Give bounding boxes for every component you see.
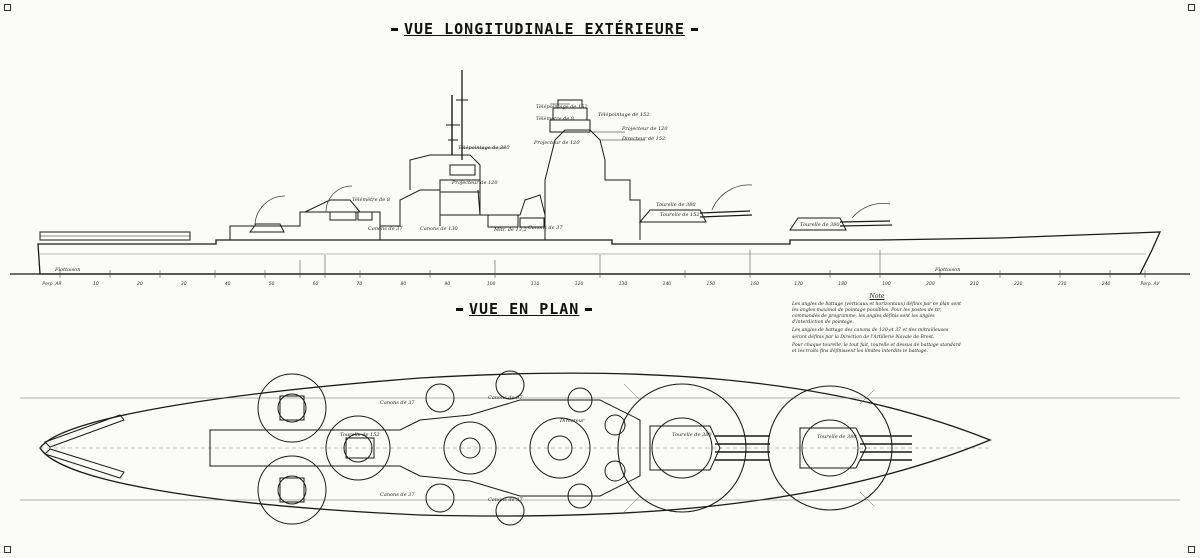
superstructure-plan <box>209 399 641 497</box>
label-telemetre-8: Télémètre de 8 <box>536 116 575 122</box>
label-mitr: Mitr. de 13,2 <box>494 227 527 233</box>
frame-station-label: 40 <box>225 281 231 287</box>
plan-title: VUE EN PLAN <box>450 300 598 318</box>
frame-station-label: 190 <box>882 281 891 287</box>
frame-station-label: 80 <box>400 281 406 287</box>
label-rangefinder-fore: Télémètre de 8 <box>352 197 391 203</box>
label-canon-130: Canons de 130 <box>420 226 458 232</box>
label-tourelle-mid: Tourelle de 152 <box>660 212 700 218</box>
label-telemetre-mid: Télépointage de 152 <box>536 104 588 110</box>
label-plan-t2: Tourelle de 380 <box>672 432 712 438</box>
turret-152-elevation <box>249 223 285 233</box>
note-paragraph: Les angles de battage (verticaux et hori… <box>792 302 962 326</box>
frame-station-label: 140 <box>663 281 672 287</box>
aft-152-turret-port-arc <box>257 373 327 443</box>
label-tourelle-1: Tourelle de 380 <box>800 222 840 228</box>
note-heading: Note <box>869 293 885 300</box>
elevation-title: VUE LONGITUDINALE EXTÉRIEURE <box>385 20 704 38</box>
funnel <box>477 189 546 216</box>
label-plan-t1: Tourelle de 380 <box>817 434 857 440</box>
turret-2-elevation <box>638 209 707 223</box>
frame-station-labels: Perp. AR 10 20 30 40 50 60 70 80 90 100 110 120 130 14… <box>42 281 1160 287</box>
corner-mark <box>1188 4 1195 11</box>
label-flottaison-ar: Flottaison <box>55 267 81 273</box>
label-plan-c37a: Canons de 37 <box>380 400 415 406</box>
frame-station-label: 70 <box>357 281 363 287</box>
label-tourelle-2: Tourelle de 380 <box>656 202 696 208</box>
label-projecteur-2: Projecteur de 120 <box>622 126 668 132</box>
frame-station-label: Perp. AR <box>42 281 61 287</box>
aft-152-centre-arc <box>325 415 391 481</box>
label-plan-c37b: Canons de 37 <box>380 492 415 498</box>
frame-station-label: 20 <box>137 281 143 287</box>
frame-station-label: 120 <box>575 281 584 287</box>
aft-152-turret-stbd-arc <box>257 455 327 525</box>
hull-profile <box>37 231 1162 275</box>
turret-1-elevation <box>789 217 847 231</box>
corner-mark <box>4 546 11 553</box>
frame-station-label: 150 <box>707 281 716 287</box>
label-projecteur-aft: Projecteur de 120 <box>534 140 580 146</box>
frame-station-label: 100 <box>487 281 496 287</box>
frame-station-label: 10 <box>93 281 99 287</box>
frame-station-label: 160 <box>750 281 759 287</box>
main-tower <box>544 129 641 240</box>
label-plan-c37c: Canons de 37 <box>488 395 523 401</box>
label-flottaison-av: Flottaison <box>935 267 961 273</box>
label-telepointage-aft: Télépointage de 152 <box>598 112 650 118</box>
label-plan-directeur: Directeur <box>560 418 585 424</box>
deck-outline <box>39 372 992 517</box>
label-plan-t3: Tourelle de 152 <box>340 432 380 438</box>
frame-station-label: 170 <box>794 281 803 287</box>
label-directeur: Directeur de 152 <box>622 136 666 142</box>
plan-view <box>20 370 1180 526</box>
label-canon-37b: Canons de 37 <box>528 225 563 231</box>
frame-station-label: 180 <box>838 281 847 287</box>
frame-station-label: 50 <box>269 281 275 287</box>
corner-mark <box>1188 546 1195 553</box>
frame-station-label: 30 <box>181 281 187 287</box>
frame-station-label: 130 <box>619 281 628 287</box>
frame-station-label: 110 <box>531 281 540 287</box>
turret-2-plan-arc <box>617 383 747 513</box>
elevation-view <box>10 70 1190 278</box>
drawing-note: Note Les angles de battage (verticaux et… <box>792 293 962 357</box>
label-canon-37: Canons de 37 <box>368 226 403 232</box>
frame-station-label: 200 <box>926 281 935 287</box>
corner-mark <box>4 4 11 11</box>
turret-1-plan-arc <box>767 385 893 511</box>
frame-station-label: 220 <box>1014 281 1023 287</box>
label-telemetre-top: Télépointage de 380 <box>458 145 510 151</box>
frame-station-label: Perp. AV <box>1141 281 1161 287</box>
frame-station-label: 60 <box>313 281 319 287</box>
label-plan-c37d: Canons de 37 <box>488 497 523 503</box>
frame-station-label: 230 <box>1058 281 1067 287</box>
frame-station-label: 90 <box>444 281 450 287</box>
note-paragraph: Pour chaque tourelle, le tout fait, tour… <box>792 342 961 354</box>
frame-station-label: 210 <box>970 281 979 287</box>
frame-station-label: 240 <box>1102 281 1111 287</box>
label-projecteur-1: Projecteur de 120 <box>452 180 498 186</box>
note-paragraph: Les angles de battage des canons de 130 … <box>792 328 949 340</box>
